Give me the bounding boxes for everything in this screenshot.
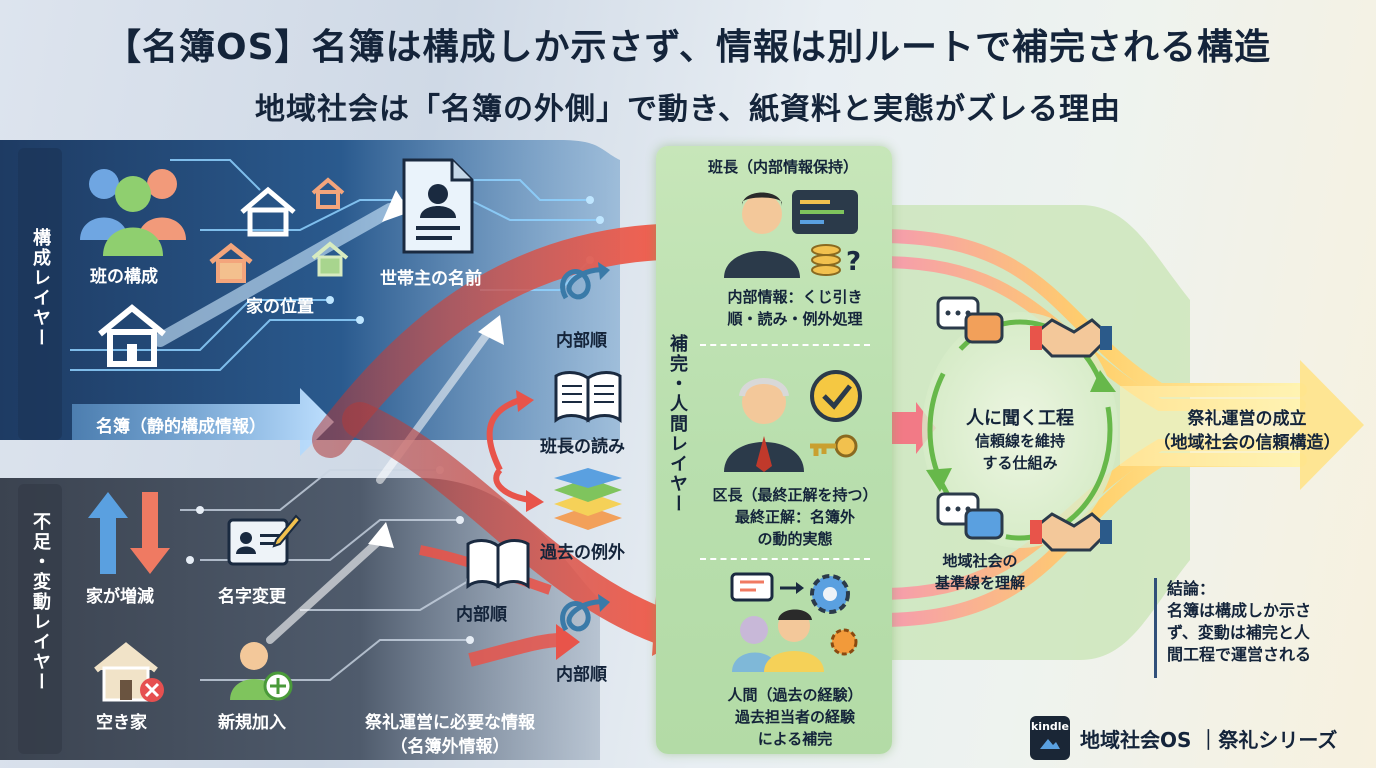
loop-arrow-icon [560,594,610,632]
people-title: 人間（過去の経験） [727,686,863,704]
change-layer-label: 不足・変動レイヤー [30,512,51,692]
chat-bubbles-icon [936,492,1004,540]
cycle-title: 人に聞く工程 [966,408,1074,429]
internal-order-label-1: 内部順 [556,331,607,351]
page-subtitle: 地域社会は「名簿の外側」で動き、紙資料と実態がズレる理由 [255,92,1121,127]
mountain-icon [1040,739,1060,749]
page-title: 【名簿OS】名簿は構成しか示さず、情報は別ルートで補完される構造 [104,27,1271,68]
past-exceptions-label: 過去の例外 [540,543,625,563]
chat-bubbles-icon [936,296,1004,344]
new-member-label: 新規加入 [218,713,286,733]
cycle-line1: 信頼線を維持 [974,432,1065,450]
ward-leader-line1: 最終正解：名簿外 [734,508,855,526]
series-label: 地域社会OS ｜祭礼シリーズ [1080,727,1338,752]
human-layer-label: 補完・人間レイヤー [667,334,688,514]
people-experience-icon [730,572,858,672]
conclusion-line1: 名簿は構成しか示さ [1167,601,1312,620]
roster-static-label: 名簿（静的構成情報） [96,417,266,437]
han-leader-line2: 順・読み・例外処理 [727,310,863,328]
handshake-icon [1030,512,1112,552]
group-people-icon [80,169,186,256]
conclusion-line2: ず、変動は補完と人 [1167,623,1310,642]
cycle-line2: する仕組み [982,454,1058,472]
house-position-label: 家の位置 [246,297,314,317]
people-line2: による補完 [757,730,833,748]
house-icon-green [311,241,349,277]
festival-info-line1: 祭礼運営に必要な情報 [365,713,535,733]
house-icon [240,186,296,237]
cycle-bottom-line2: 基準線を理解 [934,574,1025,592]
up-down-arrows-icon [88,492,170,574]
roster-arrow-shape [72,388,334,456]
open-book-icon [466,539,530,589]
people-line1: 過去担当者の経験 [734,708,855,726]
conclusion-box: 結論： 名簿は構成しか示さ ず、変動は補完と人 間工程で運営される [1154,578,1367,678]
house-icon-orange [311,177,345,209]
handshake-icon [1030,318,1112,358]
loop-arrow-icon [560,262,610,300]
ward-leader-line2: の動的実態 [757,530,833,548]
han-leader-line1: 内部情報：くじ引き [727,288,863,306]
cycle-bottom-line1: 地域社会の [942,552,1018,570]
household-change-label: 家が増減 [86,587,154,607]
leader-reading-label: 班長の読み [540,437,625,457]
document-profile-icon [402,158,474,254]
panel-divider [700,344,870,346]
result-line2: （地域社会の信頼構造） [1153,433,1341,453]
layers-stack-icon [554,468,622,530]
vacant-house-icon [94,642,164,702]
footer: kindle 地域社会OS ｜祭礼シリーズ [1030,716,1337,760]
result-line1: 祭礼運営の成立 [1187,409,1307,429]
house-icon-large [98,304,166,367]
kindle-label: kindle [1030,720,1070,733]
householder-name-label: 世帯主の名前 [380,269,482,289]
ward-leader-title: 区長（最終正解を持つ） [712,486,878,504]
kindle-logo: kindle [1030,716,1070,760]
festival-info-line2: （名簿外情報） [390,737,510,757]
id-card-edit-icon [227,514,302,566]
new-member-icon [230,642,293,701]
conclusion-line3: 間工程で運営される [1167,645,1312,664]
structure-layer-label: 構成レイヤー [30,228,51,348]
name-change-label: 名字変更 [218,587,286,607]
conclusion-heading: 結論： [1167,579,1216,598]
svg-text:?: ? [846,247,861,277]
han-leader-title: 班長（内部情報保持） [708,158,859,176]
han-leader-with-data-icon: ? [724,190,861,278]
han-composition-label: 班の構成 [90,267,158,287]
internal-order-label-3: 内部順 [556,665,607,685]
panel-divider [700,558,870,560]
vacant-house-label: 空き家 [96,713,147,733]
internal-order-label-2: 内部順 [456,605,507,625]
ward-leader-with-check-key-icon [724,370,862,472]
house-icon-orange [209,242,253,283]
open-book-icon [554,371,622,423]
